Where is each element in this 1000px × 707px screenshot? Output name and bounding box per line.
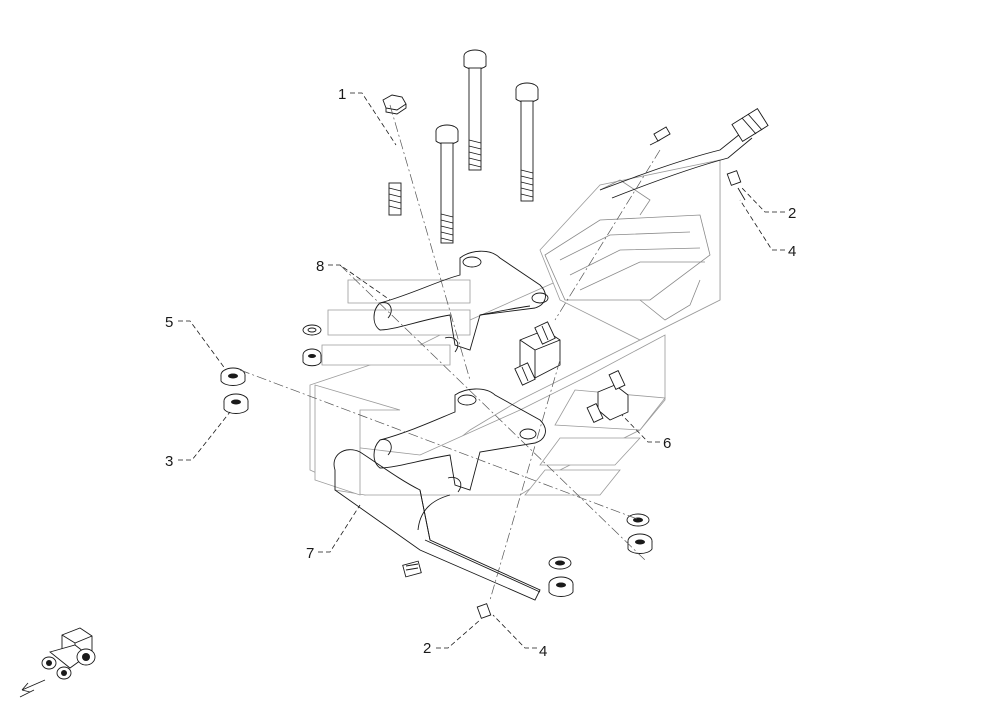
bent-plate-lower [373, 388, 546, 493]
center-block [514, 321, 561, 386]
washer-nut-stack-right [626, 513, 653, 554]
nut-item-3 [223, 393, 249, 414]
callout-4-top: 4 [788, 243, 796, 260]
callout-labels: 1 2 4 8 5 3 6 7 2 4 [165, 86, 796, 660]
pin-item-2-bottom [476, 603, 492, 619]
callout-7: 7 [306, 545, 314, 562]
pin-item-2-top [726, 170, 746, 201]
pin-bottom-left [402, 560, 422, 578]
washer-item-5 [220, 367, 246, 386]
leader-lines [178, 92, 785, 649]
bolt-1 [463, 49, 487, 171]
callout-2-bottom: 2 [423, 640, 431, 657]
hex-nut-top [382, 94, 407, 115]
base-plate [333, 449, 541, 601]
assembly-axes [239, 104, 661, 601]
bent-plate-upper [373, 250, 549, 353]
washer-nut-stack-left [302, 324, 322, 367]
callout-8: 8 [316, 258, 324, 275]
callout-3: 3 [165, 453, 173, 470]
tractor-orientation-icon [19, 627, 96, 698]
callout-6: 6 [663, 435, 671, 452]
valve-block [544, 107, 769, 321]
mounting-bracket [309, 159, 721, 496]
side-block [586, 370, 629, 423]
callout-1: 1 [338, 86, 346, 103]
threaded-stud [388, 182, 402, 216]
callout-4-bottom: 4 [539, 643, 547, 660]
bolt-3 [435, 124, 459, 244]
bolt-2 [515, 82, 539, 202]
washer-nut-stack-bottom [548, 556, 574, 597]
callout-2-top: 2 [788, 205, 796, 222]
callout-5: 5 [165, 314, 173, 331]
